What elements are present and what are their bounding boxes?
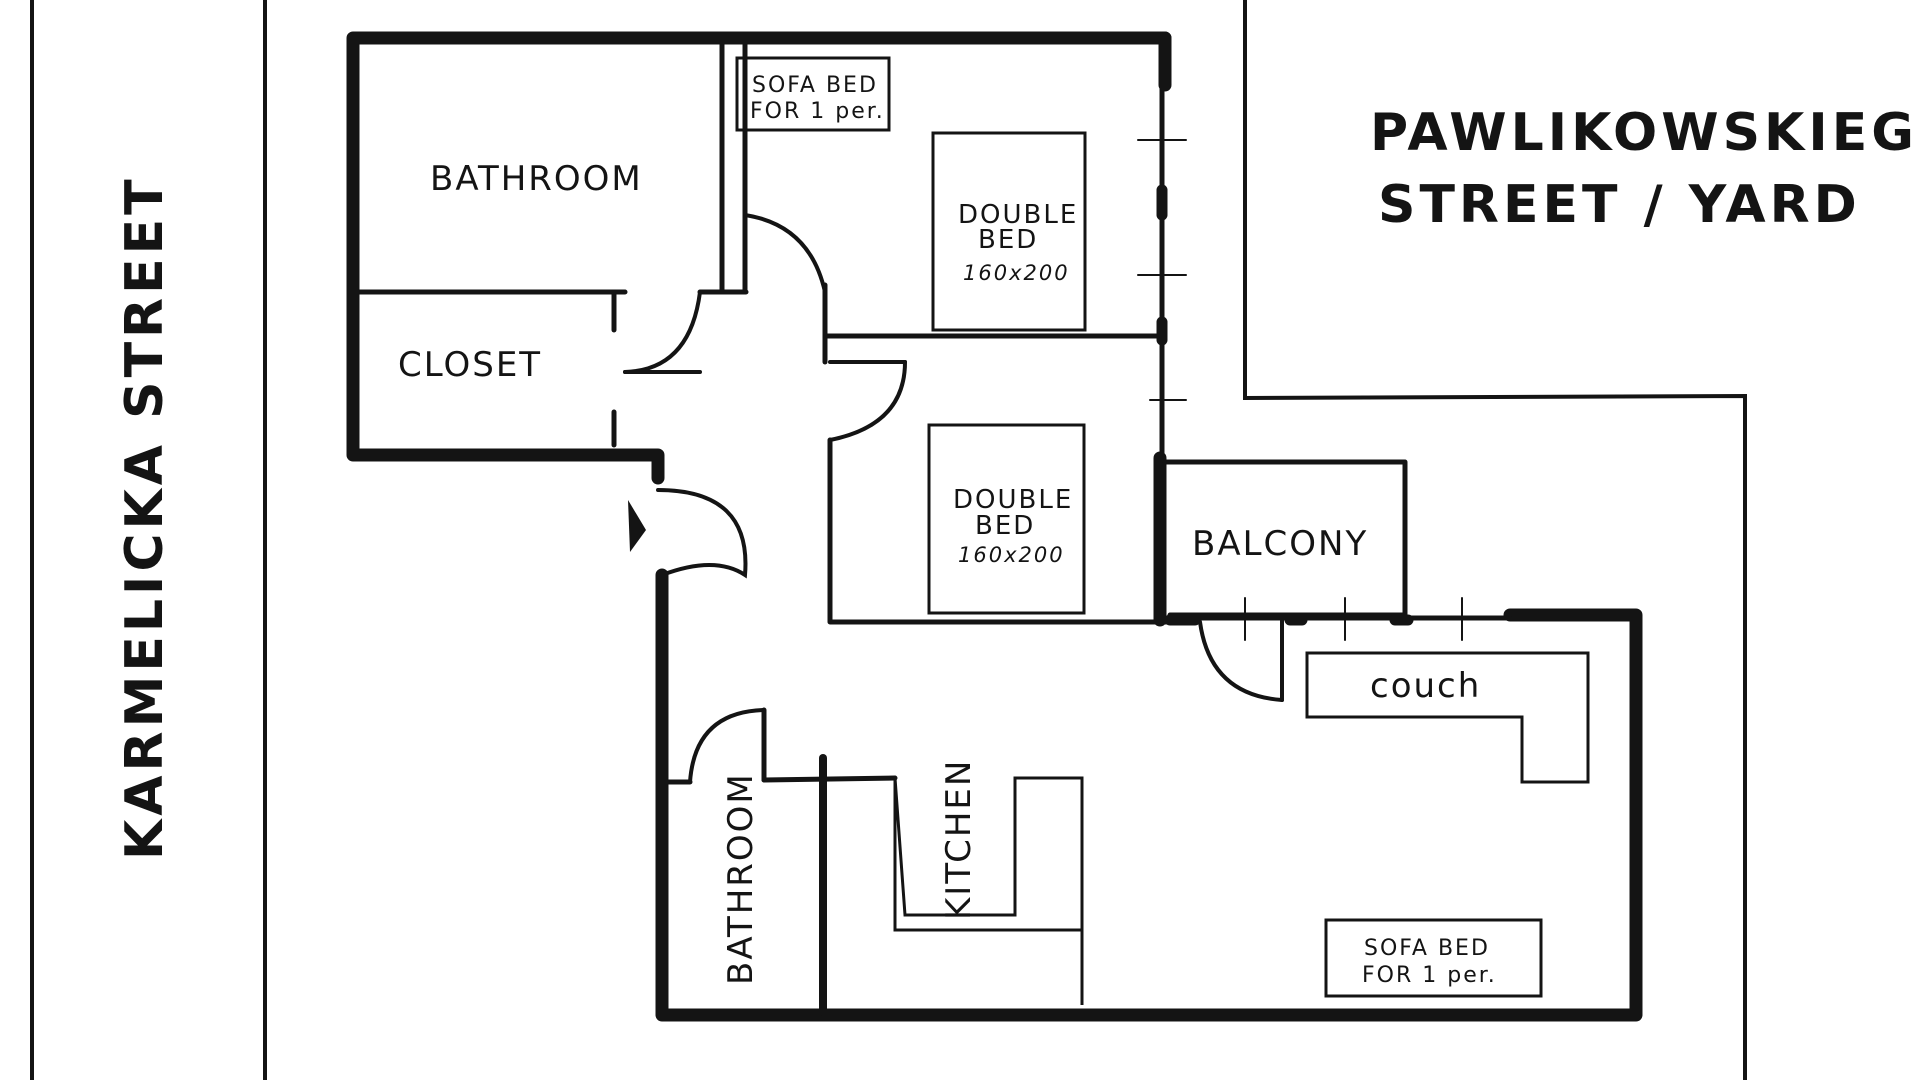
wall-bathroom2-top-b [761, 775, 898, 783]
wall-lower-block [655, 568, 1643, 1022]
door-bedroom2 [828, 360, 907, 442]
double-bed-2-line1: DOUBLE [953, 485, 1073, 515]
door-entrance [656, 488, 748, 579]
couch-shape [1305, 651, 1590, 784]
double-bed-2-size: 160x200 [958, 543, 1065, 567]
room-label-balcony: BALCONY [1192, 524, 1368, 564]
couch-label: couch [1370, 666, 1481, 706]
windows-lower [1164, 597, 1513, 641]
labels: BATHROOM CLOSET BALCONY BATHROOM KITCHEN… [115, 73, 1920, 988]
doors [623, 213, 1284, 784]
sofa-bed-top-line2: FOR 1 per. [750, 99, 885, 124]
double-bed-1-box [931, 131, 1087, 332]
exterior-walls [346, 31, 1643, 1022]
door-balcony [1198, 620, 1284, 702]
sofa-bed-bottom-line1: SOFA BED [1364, 936, 1490, 961]
street-label-pawlikowskiego: PAWLIKOWSKIEGO [1370, 103, 1920, 163]
sofa-bed-top-box [735, 56, 891, 132]
room-label-closet: CLOSET [398, 345, 542, 385]
double-bed-2-box [927, 423, 1086, 615]
wall-balcony-outline [1162, 459, 1408, 618]
door-closet [623, 290, 702, 374]
sofa-bed-bottom-line2: FOR 1 per. [1362, 963, 1497, 988]
double-bed-2-line2: BED [975, 511, 1035, 541]
room-label-kitchen: KITCHEN [939, 759, 979, 920]
wall-top-left-block [346, 31, 1172, 485]
street-label-yard: STREET / YARD [1378, 175, 1861, 235]
entrance-arrow-icon [628, 500, 646, 552]
door-bathroom-bottom [688, 708, 766, 784]
furniture [735, 56, 1590, 1005]
door-bathroom-top [743, 213, 827, 294]
windows-right [1137, 139, 1187, 401]
yard-boundary-line [1243, 0, 1747, 1080]
sofa-bed-bottom-box [1324, 918, 1543, 998]
double-bed-1-size: 160x200 [963, 261, 1070, 285]
double-bed-1-line1: DOUBLE [958, 200, 1078, 230]
room-label-bathroom-top: BATHROOM [430, 159, 643, 199]
double-bed-1-line2: BED [978, 225, 1038, 255]
room-label-bathroom-bottom: BATHROOM [721, 772, 761, 985]
sofa-bed-top-line1: SOFA BED [752, 73, 878, 98]
street-label-karmelicka: KARMELICKA STREET [115, 175, 175, 860]
site-boundaries [30, 0, 1747, 1080]
kitchen-counter [893, 776, 1084, 932]
wall-bedroom2-left [827, 437, 1173, 625]
